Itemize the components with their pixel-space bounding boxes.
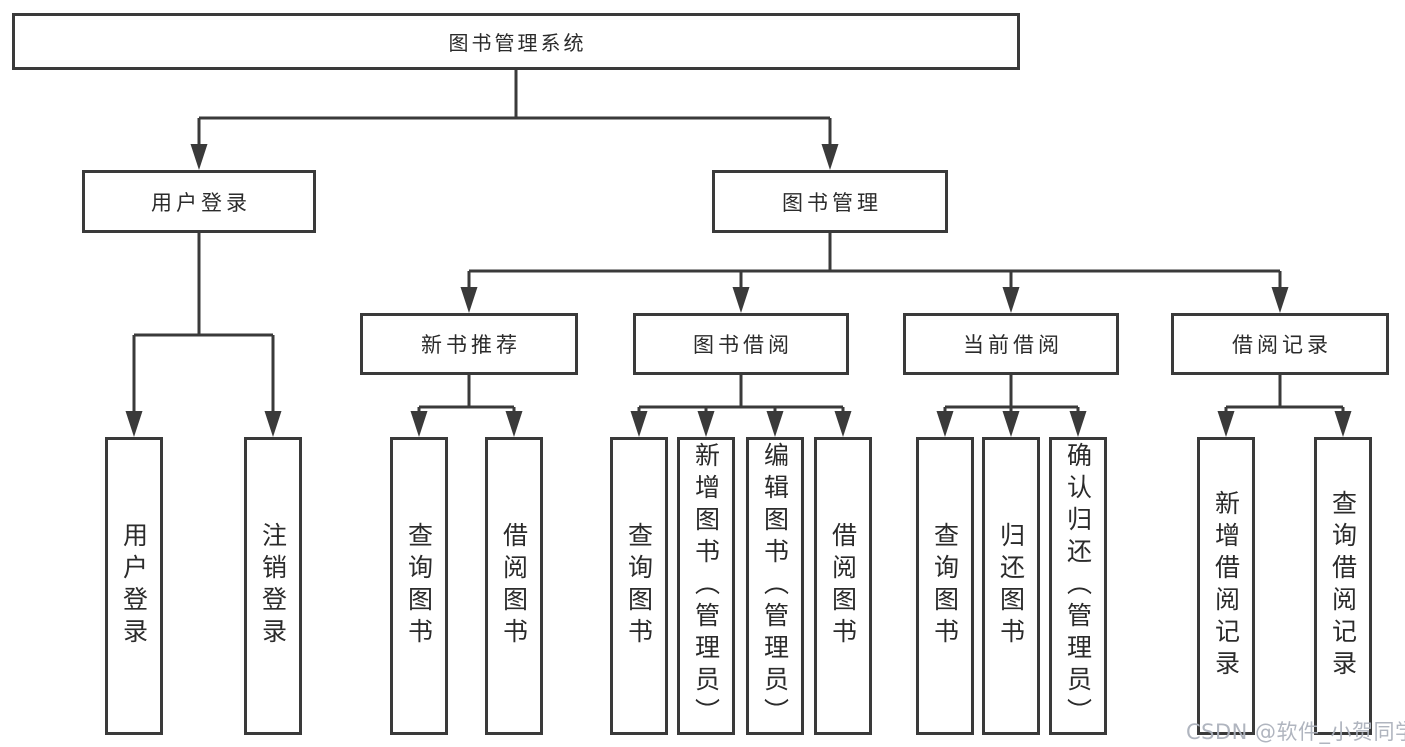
- node-label: 用户登录: [119, 522, 149, 650]
- node-label: 借阅记录: [1232, 333, 1332, 357]
- node-label: 用户登录: [151, 190, 251, 215]
- connector-root-to-level2: [190, 70, 839, 170]
- node-label: 借阅图书: [499, 522, 529, 650]
- connector-new-book-rec-children: [410, 375, 523, 437]
- node-user-login: 用户登录: [82, 170, 316, 233]
- node-label: 查询借阅记录: [1328, 490, 1358, 682]
- node-label: 查询图书: [624, 522, 654, 650]
- leaf-confirm-return-admin: 确认归还（管理员）: [1049, 437, 1107, 735]
- connector-borrow-records-children: [1217, 375, 1352, 437]
- node-label: 当前借阅: [963, 333, 1063, 357]
- node-label: 查询图书: [404, 522, 434, 650]
- node-label: 查询图书: [930, 522, 960, 650]
- leaf-borrow-books-2: 借阅图书: [814, 437, 872, 735]
- node-current-borrow: 当前借阅: [903, 313, 1119, 375]
- leaf-query-books-1: 查询图书: [390, 437, 448, 735]
- csdn-watermark: CSDN @软件_小贺同学: [1186, 720, 1405, 744]
- node-label: 新增图书（管理员）: [691, 442, 721, 730]
- connector-book-mgmt-children: [460, 233, 1289, 313]
- leaf-logout: 注销登录: [244, 437, 302, 735]
- leaf-add-book-admin: 新增图书（管理员）: [677, 437, 735, 735]
- connector-current-borrow-children: [936, 375, 1087, 437]
- node-label: 借阅图书: [828, 522, 858, 650]
- node-borrow-records: 借阅记录: [1171, 313, 1389, 375]
- node-label: 图书管理系统: [448, 31, 587, 55]
- node-root-system: 图书管理系统: [12, 13, 1020, 70]
- leaf-user-login: 用户登录: [105, 437, 163, 735]
- connector-user-login-children: [125, 233, 282, 437]
- node-label: 编辑图书（管理员）: [760, 442, 790, 730]
- leaf-edit-book-admin: 编辑图书（管理员）: [746, 437, 804, 735]
- leaf-add-borrow-record: 新增借阅记录: [1197, 437, 1255, 735]
- node-book-mgmt: 图书管理: [712, 170, 948, 233]
- node-book-borrow: 图书借阅: [633, 313, 849, 375]
- node-label: 新增借阅记录: [1211, 490, 1241, 682]
- node-label: 确认归还（管理员）: [1063, 442, 1093, 730]
- leaf-query-borrow-record: 查询借阅记录: [1314, 437, 1372, 735]
- leaf-query-books-2: 查询图书: [610, 437, 668, 735]
- node-label: 注销登录: [258, 522, 288, 650]
- leaf-return-book: 归还图书: [982, 437, 1040, 735]
- node-new-book-rec: 新书推荐: [360, 313, 578, 375]
- node-label: 归还图书: [996, 522, 1026, 650]
- node-label: 新书推荐: [421, 333, 521, 357]
- leaf-borrow-books-1: 借阅图书: [485, 437, 543, 735]
- node-label: 图书管理: [782, 190, 882, 215]
- node-label: 图书借阅: [693, 333, 793, 357]
- connector-book-borrow-children: [630, 375, 852, 437]
- leaf-query-books-3: 查询图书: [916, 437, 974, 735]
